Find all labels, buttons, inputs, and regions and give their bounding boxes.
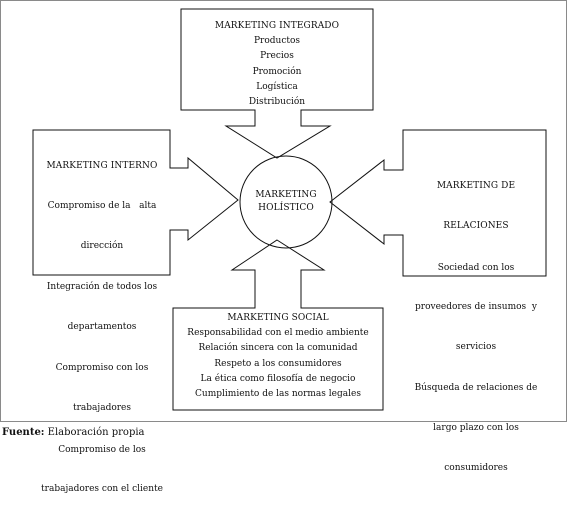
left-box-text: MARKETING INTERNO Compromiso de la alta … xyxy=(40,134,164,510)
center-circle xyxy=(239,155,333,249)
source-caption: Fuente: Elaboración propia xyxy=(2,427,145,438)
source-label: Fuente: xyxy=(2,427,45,438)
center-text: MARKETING HOLÍSTICO xyxy=(248,189,324,215)
diagram-canvas xyxy=(32,8,547,411)
right-box-text: MARKETING DE RELACIONES Sociedad con los… xyxy=(408,154,544,488)
top-box-item: Distribución xyxy=(248,97,306,108)
right-box-item: consumidores xyxy=(444,462,508,473)
right-box-item: Búsqueda de relaciones de xyxy=(414,383,538,394)
left-box-title: MARKETING INTERNO xyxy=(46,161,158,172)
left-box-item: dirección xyxy=(80,240,124,251)
bottom-box-item: Respeto a los consumidores xyxy=(214,358,342,369)
left-box-item: Compromiso de los xyxy=(58,444,146,455)
source-text: Elaboración propia xyxy=(44,427,145,438)
top-box-title: MARKETING INTEGRADO xyxy=(214,21,340,31)
center-line: HOLÍSTICO xyxy=(258,203,314,214)
bottom-box-item: Responsabilidad con el medio ambiente xyxy=(187,328,369,339)
right-box-item: proveedores de insumos y xyxy=(415,302,537,313)
top-box-item: Productos xyxy=(253,36,301,47)
right-box-title: MARKETING DE xyxy=(436,181,516,192)
top-box-item: Promoción xyxy=(252,66,302,77)
bottom-box-title: MARKETING SOCIAL xyxy=(227,313,329,323)
bottom-arrow-box xyxy=(172,239,384,411)
left-box-item: Compromiso de la alta xyxy=(47,201,157,212)
left-arrow-box xyxy=(32,129,239,276)
right-box-item: Sociedad con los xyxy=(437,262,515,273)
top-box-item: Logística xyxy=(256,81,298,92)
left-box-item: departamentos xyxy=(67,321,137,332)
bottom-box-text: MARKETING SOCIAL Responsabilidad con el … xyxy=(173,312,383,401)
top-box-item: Precios xyxy=(260,51,294,62)
left-box-item: Compromiso con los xyxy=(55,363,149,374)
right-box-item: largo plazo con los xyxy=(433,423,519,434)
bottom-box-item: Cumplimiento de las normas legales xyxy=(195,389,361,400)
top-box-text: MARKETING INTEGRADO Productos Precios Pr… xyxy=(181,20,373,109)
top-arrow-box xyxy=(180,8,374,159)
bottom-box-item: Relación sincera con la comunidad xyxy=(198,343,358,354)
right-box-item: servicios xyxy=(455,341,497,352)
right-box-title: RELACIONES xyxy=(443,221,509,232)
left-box-item: Integración de todos los xyxy=(46,282,158,293)
bottom-box-item: La ética como filosofía de negocio xyxy=(200,373,356,384)
center-line: MARKETING xyxy=(255,190,317,200)
left-box-item: trabajadores xyxy=(73,403,131,414)
left-box-item: trabajadores con el cliente xyxy=(41,484,163,495)
right-arrow-box xyxy=(329,129,547,277)
